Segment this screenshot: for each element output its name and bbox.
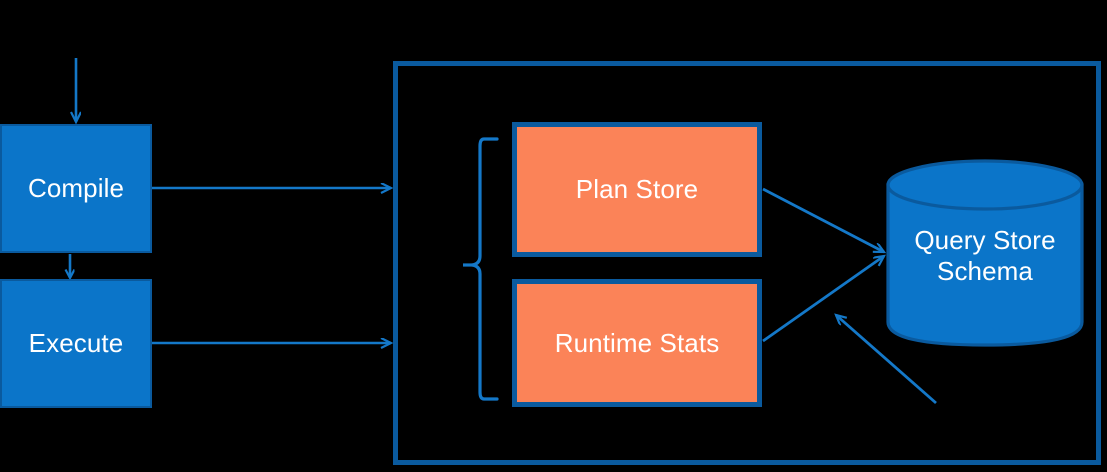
connector-runtime-stats-to-schema bbox=[762, 256, 884, 343]
grouping-brace bbox=[471, 137, 499, 401]
connector-external-to-schema bbox=[836, 315, 937, 405]
execute-node[interactable] bbox=[0, 279, 152, 408]
plan-store-node[interactable] bbox=[512, 122, 762, 257]
query-store-schema-shape bbox=[886, 159, 1084, 347]
compile-node[interactable] bbox=[0, 124, 152, 253]
runtime-stats-node[interactable] bbox=[512, 279, 762, 407]
connector-plan-store-to-schema bbox=[762, 187, 884, 254]
query-store-container-outline bbox=[393, 61, 1101, 465]
